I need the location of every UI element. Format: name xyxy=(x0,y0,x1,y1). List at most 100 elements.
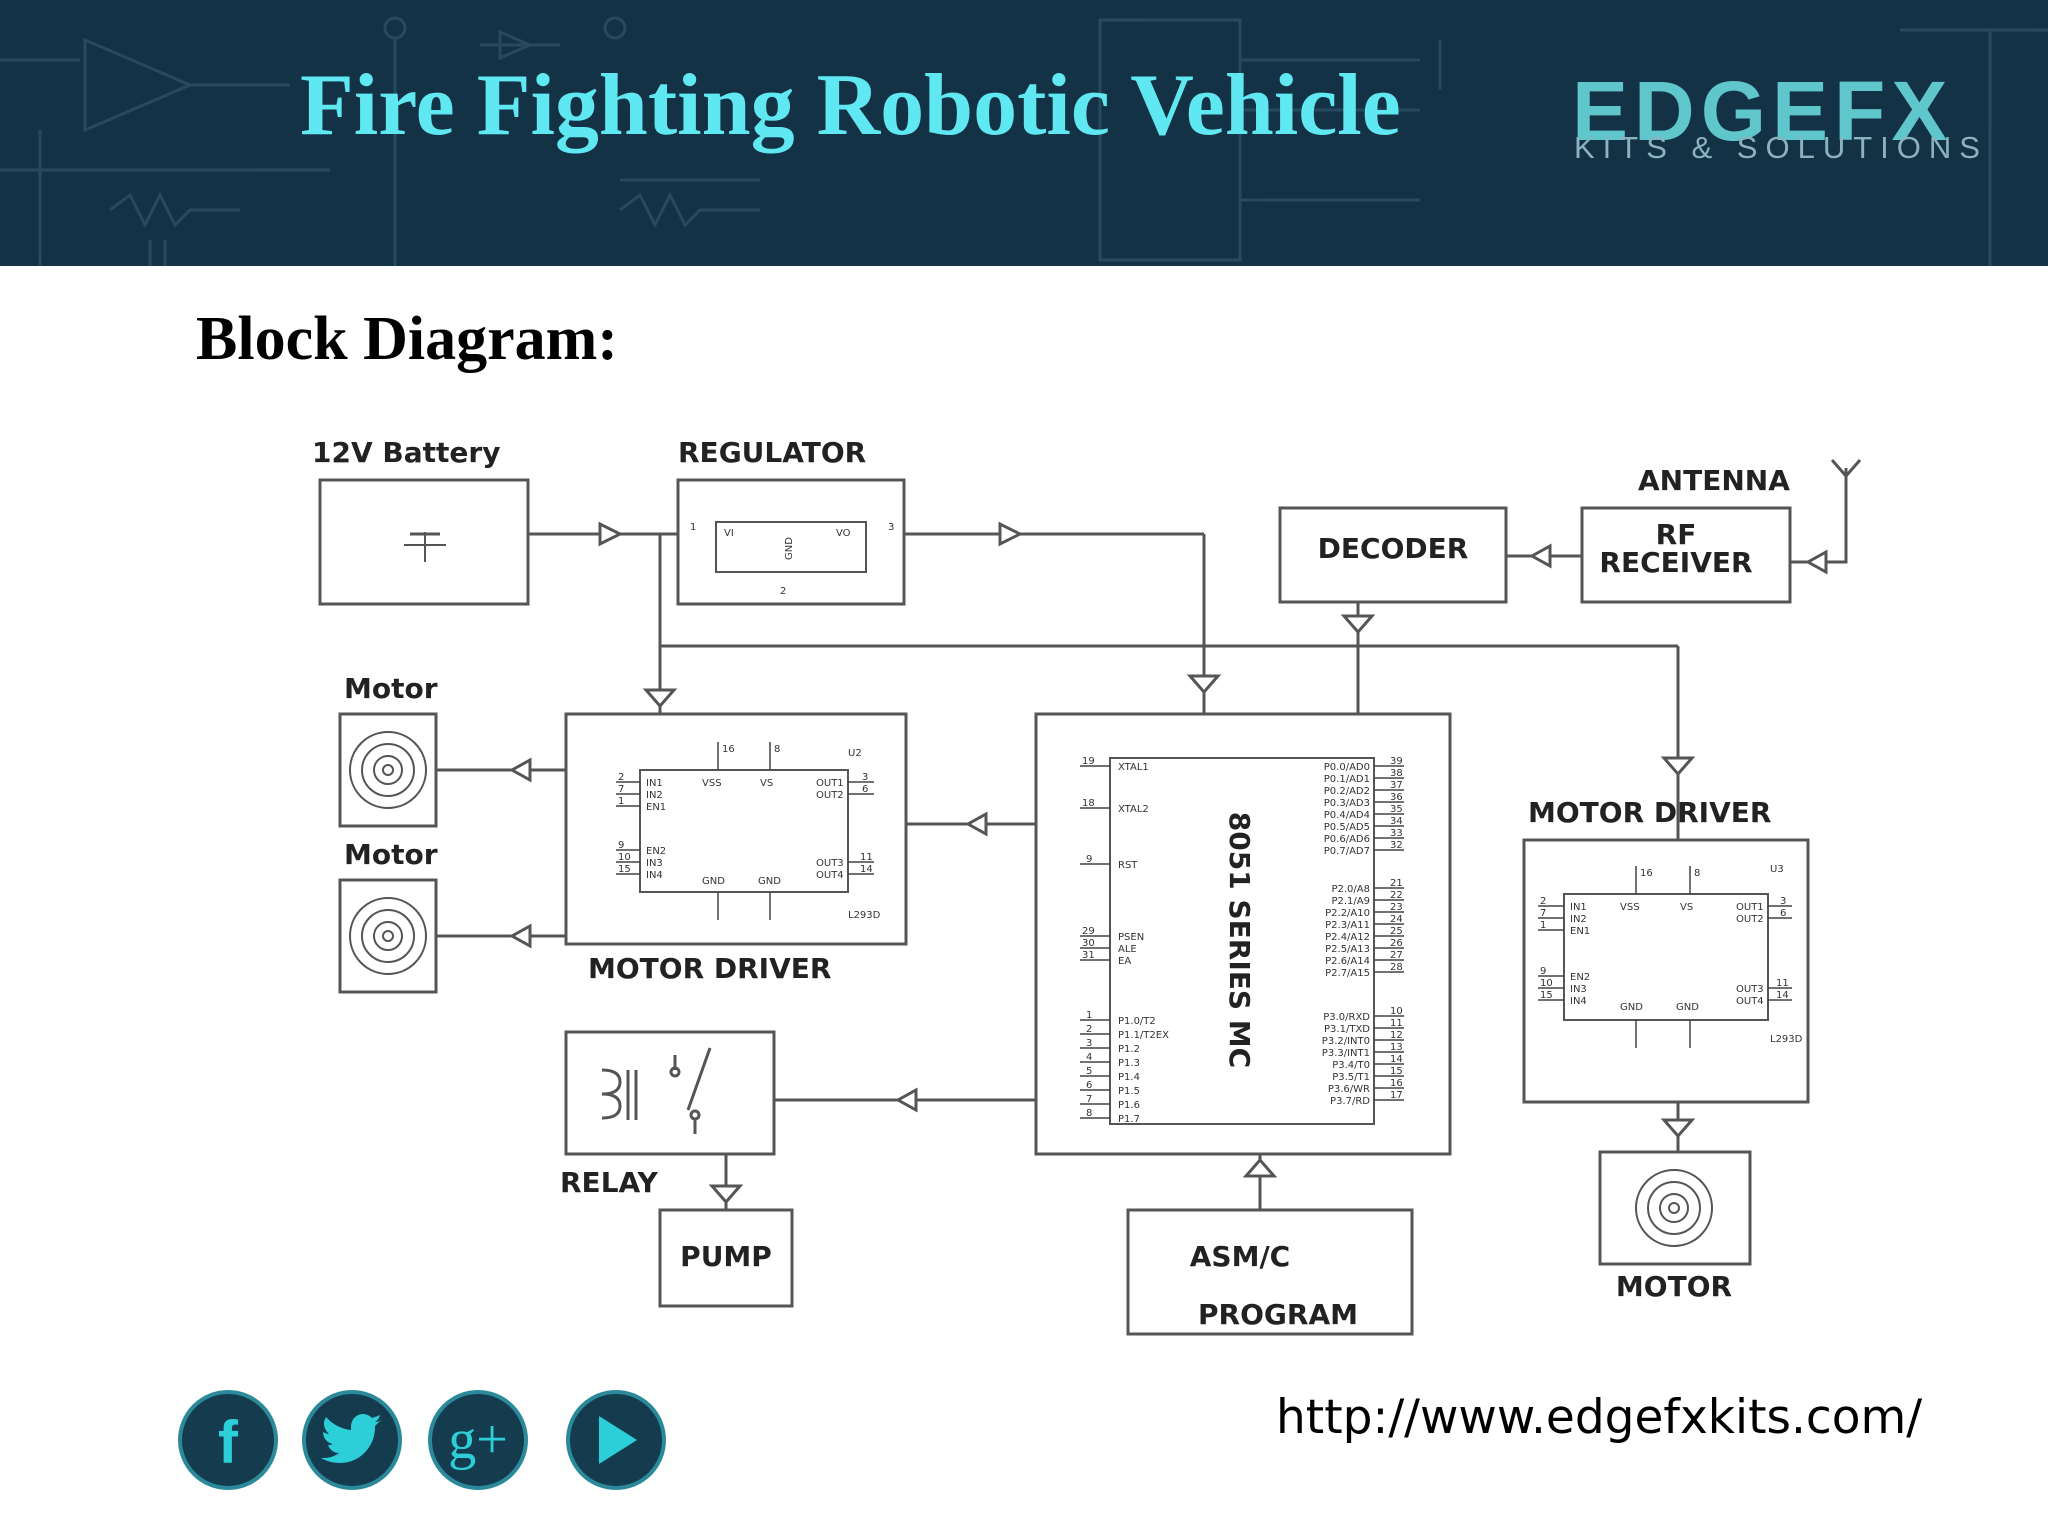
facebook-icon[interactable]: f xyxy=(178,1390,278,1490)
u3-pin-out3: OUT3 xyxy=(1736,984,1764,995)
rf-receiver-label-1: RF xyxy=(1656,518,1697,551)
u2-pin-16: 16 xyxy=(722,744,735,755)
u2-num-11: 11 xyxy=(860,852,873,863)
mcu-pin-number-right: 25 xyxy=(1390,926,1403,937)
mcu-pin-number-right: 32 xyxy=(1390,840,1403,851)
mcu-pin-left: P1.2 xyxy=(1118,1044,1140,1055)
signal-arrows xyxy=(508,521,1828,1205)
mcu-pin-right: P0.6/AD6 xyxy=(1324,834,1370,845)
twitter-bird-icon xyxy=(321,1414,382,1463)
mcu-pin-number-left: 18 xyxy=(1082,798,1095,809)
mcu-pin-number-right: 33 xyxy=(1390,828,1403,839)
header-banner: Fire Fighting Robotic Vehicle EDGEFX KIT… xyxy=(0,0,2048,266)
connection-wires xyxy=(436,532,1680,1210)
mcu-pin-right: P2.2/A10 xyxy=(1325,908,1370,919)
u2-num-15: 15 xyxy=(618,864,631,875)
mcu-pin-left: PSEN xyxy=(1118,932,1144,943)
u2-pin-gnd-1: GND xyxy=(702,876,725,887)
youtube-play-icon[interactable] xyxy=(566,1390,666,1490)
mcu-pin-number-right: 28 xyxy=(1390,962,1403,973)
u3-pin-8: 8 xyxy=(1694,868,1700,879)
mcu-pin-right: P3.6/WR xyxy=(1328,1084,1370,1095)
motor-block-1 xyxy=(338,712,438,828)
u2-pin-in2: IN2 xyxy=(646,790,663,801)
motor-label-2: Motor xyxy=(344,838,438,871)
u3-num-3: 3 xyxy=(1780,896,1786,907)
u3-pin-out2: OUT2 xyxy=(1736,914,1764,925)
u3-pin-in4: IN4 xyxy=(1570,996,1587,1007)
mcu-pin-number-right: 11 xyxy=(1390,1018,1403,1029)
mcu-pin-right: P3.2/INT0 xyxy=(1322,1036,1370,1047)
u3-pin-in1: IN1 xyxy=(1570,902,1587,913)
u3-num-11: 11 xyxy=(1776,978,1789,989)
motor-block-2 xyxy=(338,878,438,994)
u3-pin-gnd-2: GND xyxy=(1676,1002,1699,1013)
mcu-pin-right: P0.4/AD4 xyxy=(1324,810,1370,821)
mcu-pin-right: P3.7/RD xyxy=(1330,1096,1370,1107)
u3-pin-in2: IN2 xyxy=(1570,914,1587,925)
mcu-pin-left: P1.1/T2EX xyxy=(1118,1030,1169,1041)
mcu-pin-right: P0.1/AD1 xyxy=(1324,774,1370,785)
section-title: Block Diagram: xyxy=(196,305,618,373)
mcu-pin-number-left: 3 xyxy=(1086,1038,1092,1049)
mcu-pin-right: P3.3/INT1 xyxy=(1322,1048,1370,1059)
mcu-pin-right: P3.1/TXD xyxy=(1324,1024,1370,1035)
mcu-pin-number-right: 22 xyxy=(1390,890,1403,901)
mcu-pin-right: P0.0/AD0 xyxy=(1324,762,1370,773)
mcu-pin-right: P0.5/AD5 xyxy=(1324,822,1370,833)
edgefx-logo: EDGEFX KITS & SOLUTIONS xyxy=(1572,66,1980,176)
relay-block xyxy=(564,1030,776,1156)
u3-num-6: 6 xyxy=(1780,908,1786,919)
regulator-pin-3: 3 xyxy=(888,522,894,533)
mcu-pin-right: P0.3/AD3 xyxy=(1324,798,1370,809)
mcu-pin-left: EA xyxy=(1118,956,1131,967)
u3-pin-in3: IN3 xyxy=(1570,984,1587,995)
u3-num-7: 7 xyxy=(1540,908,1546,919)
u2-pin-gnd-2: GND xyxy=(758,876,781,887)
mcu-pin-left: ALE xyxy=(1118,944,1137,955)
u3-pin-out4: OUT4 xyxy=(1736,996,1764,1007)
u3-num-15: 15 xyxy=(1540,990,1553,1001)
u2-num-6: 6 xyxy=(862,784,868,795)
circuit-background-pattern xyxy=(0,16,2048,266)
website-url[interactable]: http://www.edgefxkits.com/ xyxy=(1276,1390,1923,1445)
motor-label-3: MOTOR xyxy=(1616,1270,1732,1303)
mcu-block xyxy=(1034,712,1452,1156)
antenna-icon xyxy=(1790,459,1862,564)
mcu-pin-number-right: 39 xyxy=(1390,756,1403,767)
twitter-icon[interactable] xyxy=(302,1390,402,1490)
u2-pin-out4: OUT4 xyxy=(816,870,844,881)
google-plus-icon[interactable]: g+ xyxy=(428,1390,528,1490)
page-title: Fire Fighting Robotic Vehicle xyxy=(300,57,1401,154)
mcu-pin-number-right: 16 xyxy=(1390,1078,1403,1089)
u2-num-9: 9 xyxy=(618,840,624,851)
u3-num-2: 2 xyxy=(1540,896,1546,907)
mcu-pin-number-left: 6 xyxy=(1086,1080,1092,1091)
mcu-pin-number-right: 36 xyxy=(1390,792,1403,803)
u3-part: L293D xyxy=(1770,1034,1803,1045)
u2-pin-en2: EN2 xyxy=(646,846,666,857)
mcu-pin-left: XTAL1 xyxy=(1118,762,1149,773)
u2-pin-en1: EN1 xyxy=(646,802,666,813)
u3-pin-16: 16 xyxy=(1640,868,1653,879)
battery-label: 12V Battery xyxy=(312,436,500,469)
mcu-pin-right: P2.0/A8 xyxy=(1331,884,1370,895)
mcu-pin-left: P1.7 xyxy=(1118,1114,1140,1125)
pump-label: PUMP xyxy=(680,1240,772,1273)
logo-tagline: KITS & SOLUTIONS xyxy=(1574,130,1988,165)
mcu-pin-right: P2.5/A13 xyxy=(1325,944,1370,955)
regulator-pin-vo: VO xyxy=(836,528,851,539)
regulator-block xyxy=(676,478,906,606)
mcu-pin-left: P1.5 xyxy=(1118,1086,1140,1097)
mcu-pin-left: P1.0/T2 xyxy=(1118,1016,1156,1027)
google-plus-glyph: g+ xyxy=(448,1409,508,1471)
regulator-pin-gnd: GND xyxy=(784,537,795,560)
antenna-label: ANTENNA xyxy=(1638,464,1790,497)
motor-driver-left-block xyxy=(564,712,908,946)
relay-label: RELAY xyxy=(560,1166,659,1199)
mcu-pin-number-right: 13 xyxy=(1390,1042,1403,1053)
u2-num-10: 10 xyxy=(618,852,631,863)
mcu-pin-number-left: 19 xyxy=(1082,756,1095,767)
u2-pin-out3: OUT3 xyxy=(816,858,844,869)
motor-label-1: Motor xyxy=(344,672,438,705)
